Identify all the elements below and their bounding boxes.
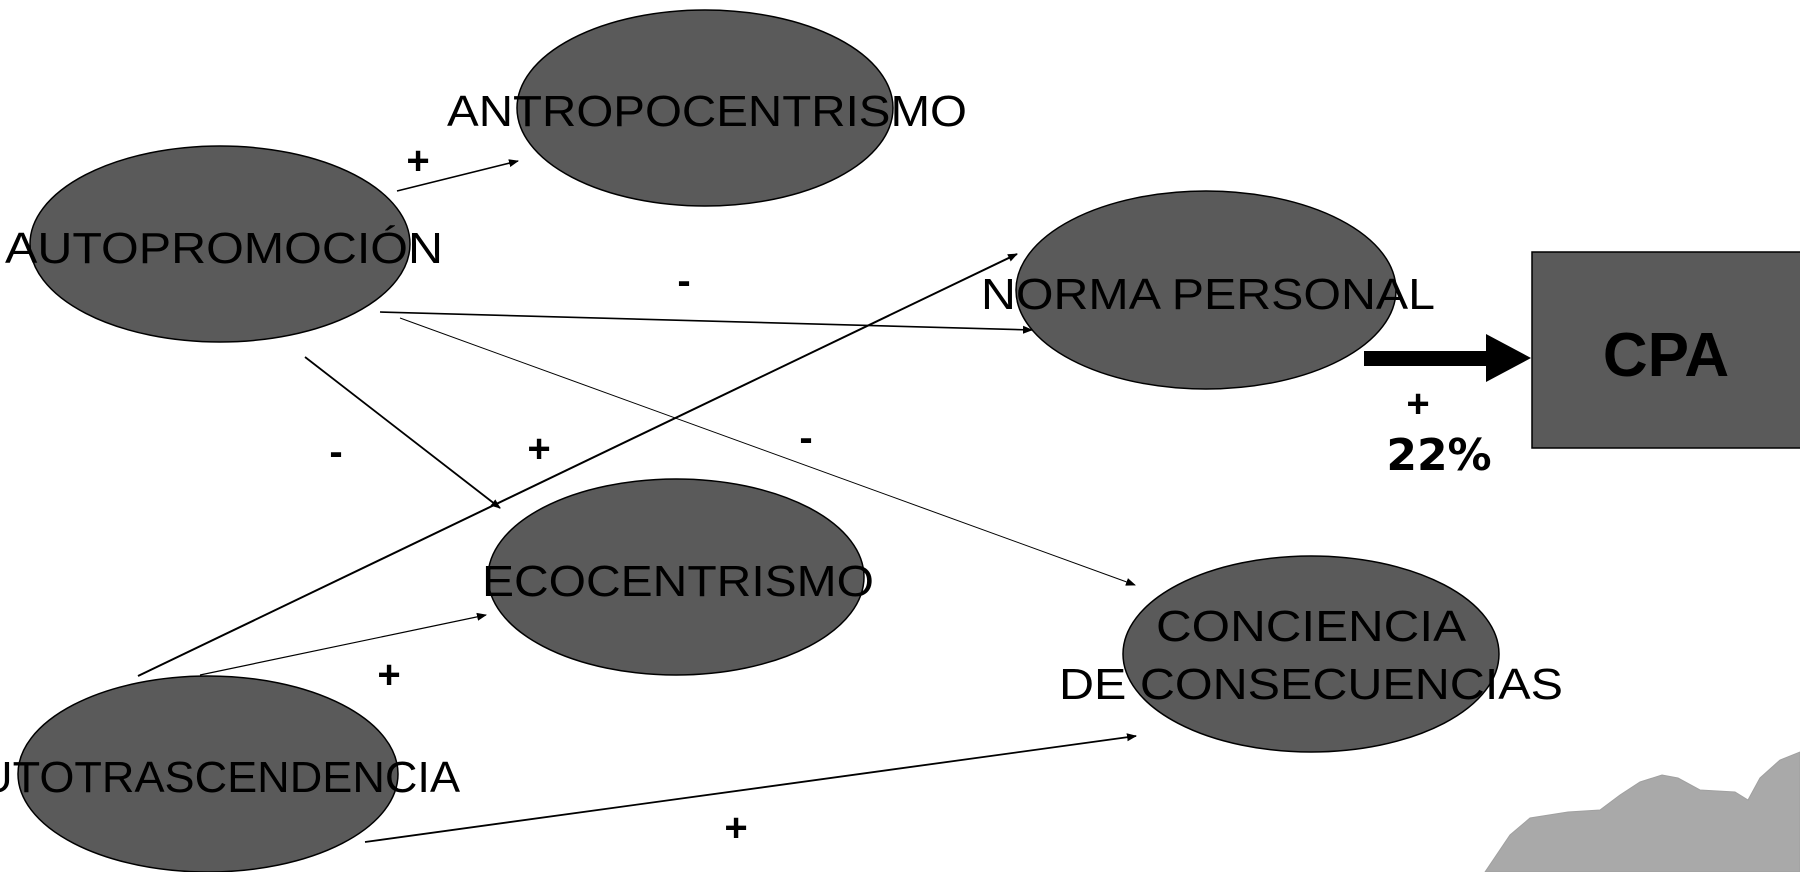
sign-autopromocion-norma: - <box>677 259 690 303</box>
node-norma-personal-label: NORMA PERSONAL <box>981 270 1435 319</box>
sign-autotrascendencia-conciencia: + <box>724 806 747 850</box>
edge-autopromocion-norma <box>379 311 1033 334</box>
edge-autopromocion-antropocentrismo <box>396 159 519 192</box>
edge-autotrascendencia-ecocentrismo <box>199 612 487 676</box>
node-autotrascendencia-label: AUTOTRASCENDENCIA <box>0 753 461 802</box>
explained-variance-label: 22% <box>1386 430 1491 481</box>
node-autopromocion-label: AUTOPROMOCIÓN <box>5 224 443 273</box>
node-ecocentrismo <box>487 478 865 676</box>
edge-autopromocion-conciencia <box>399 317 1136 586</box>
sign-norma-cpa: + <box>1406 382 1429 426</box>
edge-norma-cpa <box>1364 334 1531 382</box>
node-cpa-label: CPA <box>1603 321 1729 390</box>
node-antropocentrismo <box>516 9 894 207</box>
node-conciencia-label-line1: CONCIENCIA <box>1156 602 1467 651</box>
edge-autotrascendencia-conciencia <box>364 733 1137 843</box>
sign-autotrascendencia-norma: + <box>527 427 550 471</box>
node-ecocentrismo-label: ECOCENTRISMO <box>482 557 874 606</box>
node-antropocentrismo-label: ANTROPOCENTRISMO <box>447 87 967 136</box>
node-autotrascendencia <box>17 675 399 872</box>
node-conciencia <box>1122 555 1500 753</box>
terrain-decoration <box>1484 751 1800 872</box>
sign-autopromocion-conciencia: - <box>799 416 812 460</box>
node-autopromocion <box>29 145 411 343</box>
node-conciencia-label-line2: DE CONSECUENCIAS <box>1059 660 1563 709</box>
node-cpa <box>1531 251 1800 449</box>
sign-autotrascendencia-ecocentrismo: + <box>377 653 400 697</box>
node-norma-personal <box>1015 190 1397 390</box>
sign-autopromocion-antropocentrismo: + <box>406 139 429 183</box>
sign-autopromocion-ecocentrismo: - <box>329 430 342 474</box>
edge-autopromocion-ecocentrismo <box>304 356 501 509</box>
edge-autotrascendencia-norma <box>137 253 1018 677</box>
